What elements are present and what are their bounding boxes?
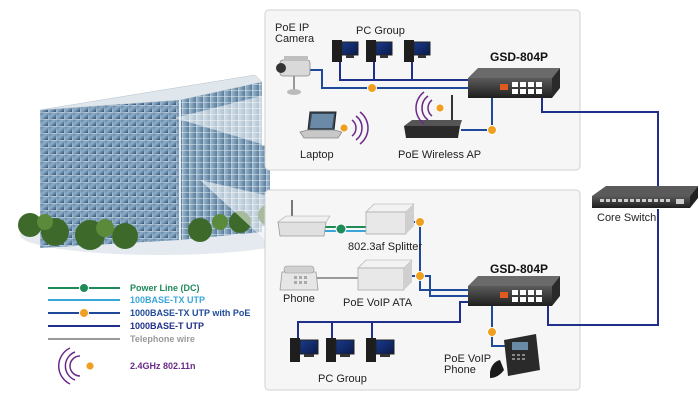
pc-icon — [366, 338, 395, 362]
voip-ata-icon — [357, 259, 413, 291]
voip-phone-label-line2: Phone — [444, 364, 476, 376]
laptop-icon — [299, 111, 343, 139]
bottom-switch-title: GSD-804P — [490, 262, 549, 276]
pc-group-cable — [297, 301, 471, 343]
wifi-signal-icon — [339, 111, 369, 145]
phone-label: Phone — [283, 293, 315, 305]
pc-icon — [332, 40, 359, 62]
wifi-signal-icon — [415, 91, 445, 125]
poe-indicator-icon — [367, 83, 377, 93]
pc-icon — [290, 338, 319, 362]
laptop-label: Laptop — [300, 149, 334, 161]
pc-icon — [404, 40, 431, 62]
core-switch-icon — [592, 186, 698, 208]
legend-label-telephone: Telephone wire — [130, 334, 195, 344]
voip-phone-icon — [490, 334, 540, 378]
router-icon — [277, 200, 331, 237]
pc-group-cable — [339, 61, 471, 81]
dc-power-indicator-icon — [335, 223, 347, 235]
bottom-uplink-cable — [547, 209, 659, 326]
core-switch-label: Core Switch — [597, 212, 657, 224]
wireless-ap-icon — [404, 95, 462, 138]
voip-phone-poe-cable — [491, 303, 507, 347]
top-switch-title: GSD-804P — [490, 50, 549, 64]
legend-label-1000base-poe: 1000BASE-TX UTP with PoE — [130, 308, 251, 318]
analog-phone-icon — [279, 265, 319, 291]
camera-label-line2: Camera — [275, 33, 315, 45]
legend-dc-dot-icon — [79, 283, 89, 293]
poe-indicator-icon — [415, 217, 425, 227]
bottom-pc-group-label: PC Group — [318, 373, 367, 385]
legend-label-wifi: 2.4GHz 802.11n — [130, 361, 196, 371]
legend-label-100base: 100BASE-TX UTP — [130, 295, 206, 305]
pc-icon — [366, 40, 393, 62]
top-pc-group-label: PC Group — [356, 25, 405, 37]
legend-label-power-line: Power Line (DC) — [130, 283, 200, 293]
ip-camera-icon — [276, 56, 311, 95]
voip-phone-label-line1: PoE VoIP — [444, 353, 492, 365]
camera-label-line1: PoE IP — [275, 22, 310, 34]
poe-indicator-icon — [487, 327, 497, 337]
splitter-label: 802.3af Splitter — [348, 241, 422, 253]
ata-label: PoE VoIP ATA — [343, 297, 413, 309]
legend-label-1000base-t: 1000BASE-T UTP — [130, 321, 205, 331]
pc-icon — [326, 338, 355, 362]
legend-poe-dot-icon — [79, 308, 89, 318]
legend — [48, 283, 120, 385]
ap-label: PoE Wireless AP — [398, 149, 482, 161]
poe-splitter-icon — [365, 203, 415, 235]
poe-indicator-icon — [487, 125, 497, 135]
bottom-gsd-804p-switch-icon — [468, 276, 560, 306]
camera-poe-cable — [299, 69, 471, 89]
poe-indicator-icon — [415, 271, 425, 281]
office-building-illustration — [18, 74, 300, 255]
top-uplink-cable — [541, 89, 659, 186]
legend-wifi-icon — [58, 347, 95, 385]
top-gsd-804p-switch-icon — [468, 68, 560, 98]
